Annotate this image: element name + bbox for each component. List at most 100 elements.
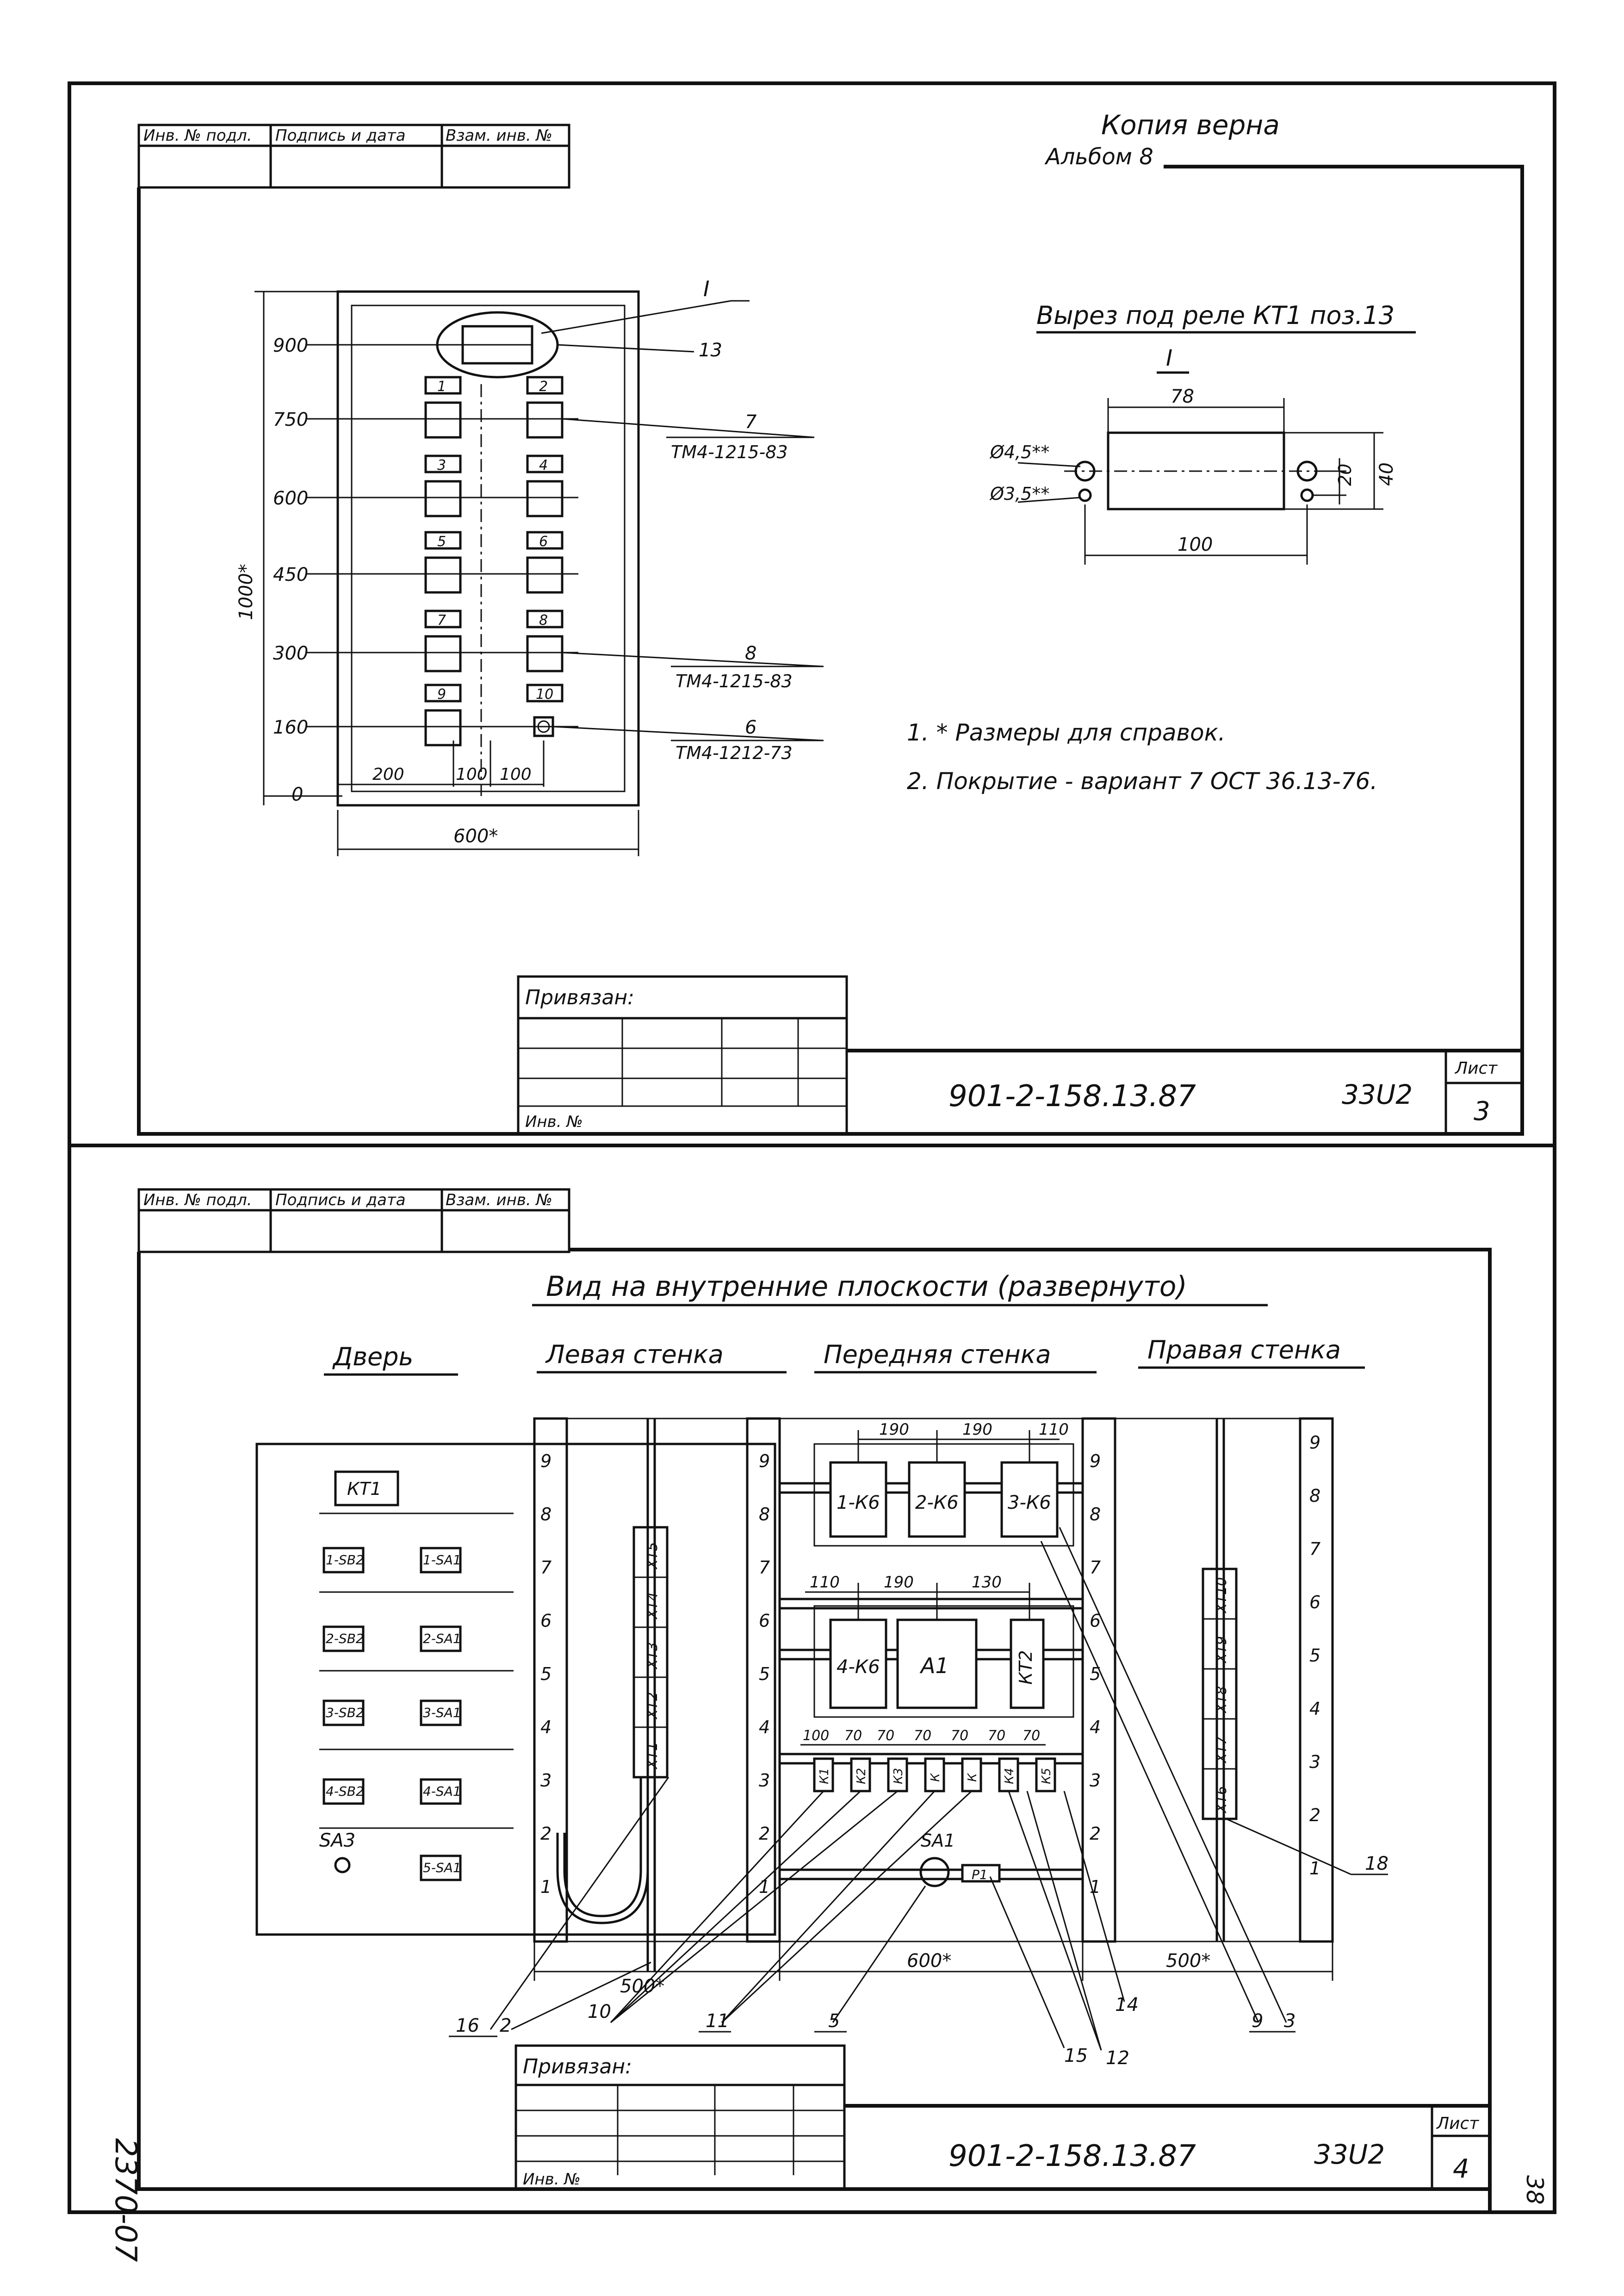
panel-outline — [336, 290, 640, 807]
column-title-door: Дверь — [332, 1342, 413, 1371]
spacing-dim: 110 — [1039, 1420, 1069, 1439]
left-wall-scale — [533, 1417, 568, 1943]
scale-mark: 9 — [1090, 1451, 1101, 1471]
scale-mark: 1 — [540, 1877, 552, 1897]
level-label: 0 — [291, 784, 303, 805]
callout-leaders — [541, 300, 824, 741]
scale-mark: 3 — [1090, 1770, 1101, 1791]
hole-spec: Ø3,5** — [989, 484, 1049, 504]
terminal-label: ХТ10 — [1214, 1577, 1230, 1614]
callout-number: 6 — [745, 717, 756, 738]
callout-number: 16 — [456, 2015, 479, 2036]
hole-small — [1078, 488, 1092, 502]
column-title-front: Передняя стенка — [824, 1340, 1051, 1369]
stamp-label: Подпись и дата — [275, 1191, 406, 1209]
terminal-label: ХТ2 — [645, 1692, 661, 1720]
sheet3-frame — [137, 165, 1524, 1136]
scale-mark: 4 — [1090, 1717, 1101, 1737]
scale-mark: 5 — [1309, 1645, 1320, 1666]
overall-dimension: 600* — [907, 1950, 951, 1972]
cutout-view-label: I — [1166, 345, 1172, 371]
outer-sheet-border — [68, 81, 1556, 2214]
scale-mark: 2 — [1090, 1823, 1101, 1844]
terminal-label: ХТ1 — [645, 1742, 661, 1770]
small-block — [1035, 1757, 1056, 1792]
switch-sa1 — [919, 1857, 950, 1887]
spacing-dim: 190 — [884, 1573, 914, 1592]
level-label: 900 — [273, 335, 308, 356]
level-label: 160 — [273, 717, 308, 738]
spacing-dim: 100 — [803, 1728, 829, 1744]
block-label: 3-К6 — [1008, 1492, 1051, 1513]
note-2: 2. Покрытие - вариант 7 ОСТ 36.13-76. — [907, 768, 1377, 795]
callout-reference: ТМ4-1215-83 — [676, 671, 793, 691]
module-number: 10 — [536, 686, 553, 703]
sheet3-title-block: 901-2-158.13.87 33U2 Лист 3 — [847, 1049, 1522, 1134]
block-label: КТ2 — [1016, 1650, 1036, 1685]
small-block-label: К — [966, 1773, 979, 1782]
scale-mark: 7 — [759, 1557, 770, 1578]
scale-mark: 7 — [540, 1557, 552, 1578]
stamp-label: Взам. инв. № — [446, 126, 552, 145]
scale-mark: 3 — [1309, 1752, 1320, 1772]
margin-code: 2370-07 — [108, 2138, 143, 2262]
mount-plate-top — [813, 1443, 1074, 1547]
spacing-dim: 70 — [914, 1728, 931, 1744]
terminal-label: ХТ9 — [1214, 1636, 1230, 1664]
spacing-dim: 190 — [879, 1420, 909, 1439]
callout-number: I — [703, 276, 710, 301]
scale-mark: 8 — [759, 1504, 770, 1524]
front-right-scale — [1081, 1417, 1116, 1943]
callout-number: 12 — [1106, 2047, 1129, 2069]
scale-mark: 1 — [1309, 1858, 1320, 1879]
switch-label: 4-SB2 — [326, 1784, 364, 1799]
panel-front-view: 900 750 600 450 300 160 0 1000* — [236, 276, 824, 856]
callout-number: 9 — [1252, 2010, 1263, 2032]
column-title-right: Правая стенка — [1147, 1335, 1341, 1364]
resistor-r1 — [961, 1864, 1001, 1883]
module-numbers: 1 2 3 4 5 6 7 8 9 10 — [437, 379, 553, 703]
scale-mark: 8 — [1090, 1504, 1101, 1524]
spacing-dim: 70 — [844, 1728, 862, 1744]
scale-mark: 5 — [1090, 1664, 1101, 1684]
spacing-dim: 190 — [962, 1420, 992, 1439]
module-grid — [424, 376, 564, 747]
small-block-label: К5 — [1040, 1768, 1054, 1784]
stamp-label: Инв. № подл. — [143, 126, 252, 145]
callout-number: 10 — [588, 2001, 611, 2022]
cutout-dimension: 20 — [1335, 464, 1355, 486]
module-number: 4 — [539, 457, 548, 473]
scale-mark: 7 — [1090, 1557, 1101, 1578]
right-wall: ХТ10 ХТ9 ХТ8 ХТ7 ХТ6 — [1115, 1417, 1334, 1943]
right-wall-scale — [1299, 1417, 1334, 1943]
scale-mark: 3 — [540, 1770, 552, 1791]
block-4-k6 — [829, 1618, 887, 1709]
stamp-label: Инв. № подл. — [143, 1191, 252, 1209]
scale-mark: 8 — [1309, 1486, 1320, 1506]
hole-spec: Ø4,5** — [989, 442, 1049, 462]
terminal-label: ХТ3 — [645, 1642, 661, 1670]
module-number: 7 — [437, 612, 446, 628]
block-a1 — [896, 1618, 978, 1709]
switch-label: 2-SA1 — [423, 1631, 461, 1646]
left-terminal-strip — [632, 1526, 669, 1779]
height-dimension: 1000* — [236, 564, 257, 620]
cutout-title: Вырез под реле КТ1 поз.13 — [1036, 301, 1395, 330]
scale-right-wall: 9 8 7 6 5 4 3 2 1 — [1309, 1432, 1320, 1879]
door-outline — [255, 1443, 776, 1936]
scale-front-left: 9 8 7 6 5 4 3 2 1 — [759, 1451, 770, 1897]
module-number: 2 — [539, 379, 548, 395]
switch-label: 3-SA1 — [423, 1705, 461, 1720]
switch-label: 5-SA1 — [423, 1860, 461, 1875]
door-panel: КТ1 1-SB2 2-SB2 3-SB2 4-SB2 — [255, 1443, 776, 1936]
switch-label: 4-SA1 — [423, 1784, 461, 1799]
scale-mark: 9 — [1309, 1432, 1320, 1453]
small-block-label: К4 — [1003, 1768, 1017, 1784]
callout-number: 11 — [706, 2010, 729, 2032]
hole-large — [1074, 460, 1096, 482]
small-block — [998, 1757, 1019, 1792]
panel-inner-outline — [351, 305, 626, 792]
scale-mark: 6 — [1309, 1592, 1320, 1612]
terminal-label: ХТ6 — [1214, 1786, 1230, 1814]
block-label: 2-К6 — [915, 1492, 959, 1513]
